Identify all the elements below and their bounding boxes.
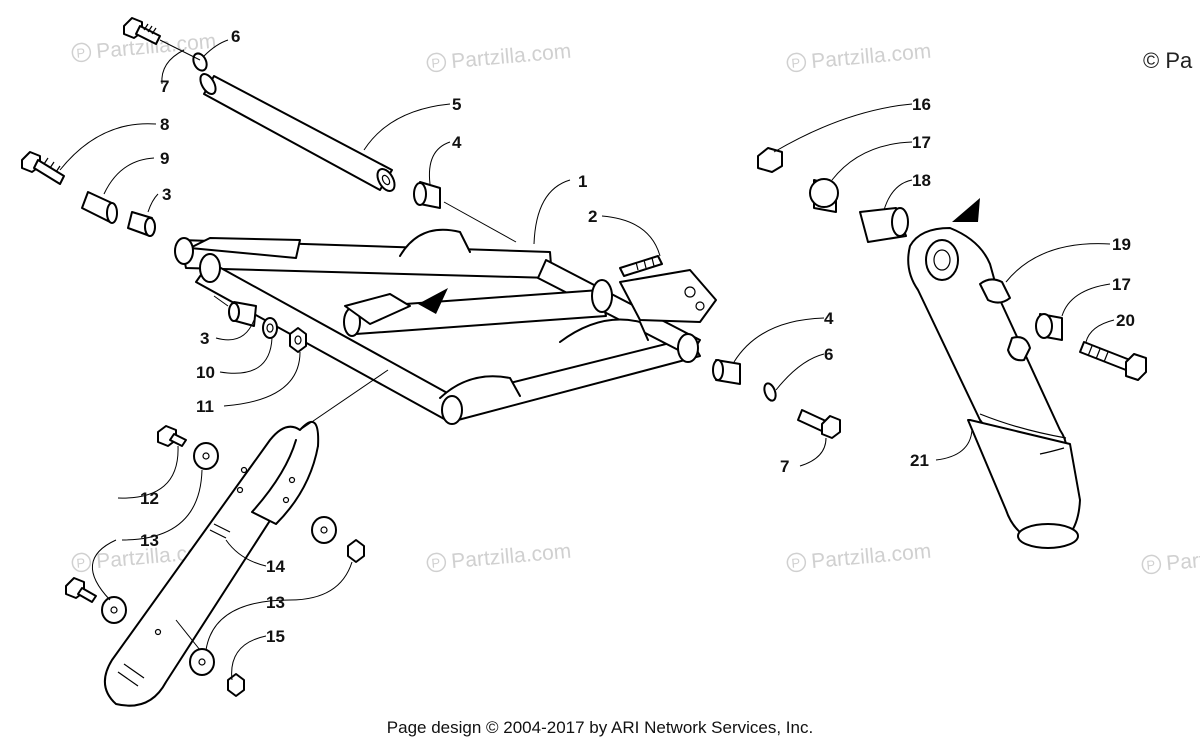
callout-5: 5 — [452, 95, 461, 114]
arrow-marker-right — [952, 198, 980, 222]
callout-11: 11 — [196, 397, 214, 416]
spacer-19 — [979, 278, 1031, 362]
bolt-7-right — [797, 409, 841, 439]
bushing-17-lower — [1035, 313, 1063, 341]
strap-hardware — [65, 425, 365, 697]
callout-2: 2 — [588, 207, 597, 226]
shaft-5 — [199, 73, 396, 192]
callout-14: 14 — [266, 557, 285, 576]
watermark-text: Partzilla.com — [450, 540, 572, 573]
callout-15: 15 — [266, 627, 285, 646]
callout-19: 19 — [1112, 235, 1131, 254]
svg-text:P: P — [1146, 557, 1156, 573]
shock-21 — [907, 227, 1081, 549]
watermark: P Partzilla.com — [1141, 542, 1200, 575]
callout-labels: 1 2 3 3 4 4 5 6 6 7 7 8 9 10 11 12 13 13… — [140, 27, 1135, 646]
swing-arm-frame — [174, 228, 717, 425]
watermark: P Partzilla.com — [426, 40, 572, 73]
callout-13-lower: 13 — [266, 593, 285, 612]
callout-3-lower: 3 — [200, 329, 209, 348]
callout-10: 10 — [196, 363, 215, 382]
callout-9: 9 — [160, 149, 169, 168]
svg-text:P: P — [431, 55, 441, 71]
callout-18: 18 — [912, 171, 931, 190]
watermark: P Partzilla.com — [426, 540, 572, 573]
callout-17-right: 17 — [1112, 275, 1131, 294]
limiter-strap — [104, 420, 320, 707]
callout-6-right: 6 — [824, 345, 833, 364]
callout-4: 4 — [452, 133, 462, 152]
callout-6: 6 — [231, 27, 240, 46]
leader-lines — [59, 39, 1115, 681]
nut-16 — [757, 147, 783, 173]
nut-11 — [289, 327, 307, 353]
bushing-3-lower — [228, 301, 257, 327]
callout-13: 13 — [140, 531, 159, 550]
watermark: P Partzilla.com — [786, 540, 932, 573]
svg-text:P: P — [76, 555, 86, 571]
bushing-4-right — [712, 359, 741, 385]
bolt-8 — [21, 151, 65, 185]
callout-17: 17 — [912, 133, 931, 152]
washer-top — [192, 52, 208, 72]
watermark: P Partzilla.com — [786, 40, 932, 73]
callout-20: 20 — [1116, 311, 1135, 330]
page-footer: Page design © 2004-2017 by ARI Network S… — [386, 718, 814, 737]
svg-text:P: P — [791, 555, 801, 571]
arrow-marker-left — [418, 288, 448, 314]
bushing-18 — [859, 207, 909, 243]
copyright-corner: © Pa — [1143, 48, 1193, 73]
callout-4-right: 4 — [824, 309, 834, 328]
bushing-3-top — [127, 211, 156, 237]
svg-text:P: P — [431, 555, 441, 571]
bolt-top-left — [123, 17, 161, 45]
callout-16: 16 — [912, 95, 931, 114]
spacer-9 — [81, 191, 118, 224]
bolt-2 — [619, 255, 663, 277]
callout-1: 1 — [578, 172, 587, 191]
callout-7-right: 7 — [780, 457, 789, 476]
watermark-text: Partzilla.com — [1165, 542, 1200, 575]
washer-10 — [262, 317, 278, 339]
bushing-17-top — [809, 178, 839, 213]
watermark-text: Partzilla.com — [810, 40, 932, 73]
watermark-text: Partzilla.com — [810, 540, 932, 573]
callout-8: 8 — [160, 115, 169, 134]
callout-12: 12 — [140, 489, 159, 508]
callout-3: 3 — [162, 185, 171, 204]
bushing-4-top — [413, 181, 441, 209]
watermark-text: Partzilla.com — [450, 40, 572, 73]
washer-6-right — [763, 382, 777, 402]
callout-7: 7 — [160, 77, 169, 96]
callout-21: 21 — [910, 451, 929, 470]
svg-text:P: P — [791, 55, 801, 71]
svg-text:P: P — [76, 45, 86, 61]
bolt-20 — [1079, 341, 1147, 381]
